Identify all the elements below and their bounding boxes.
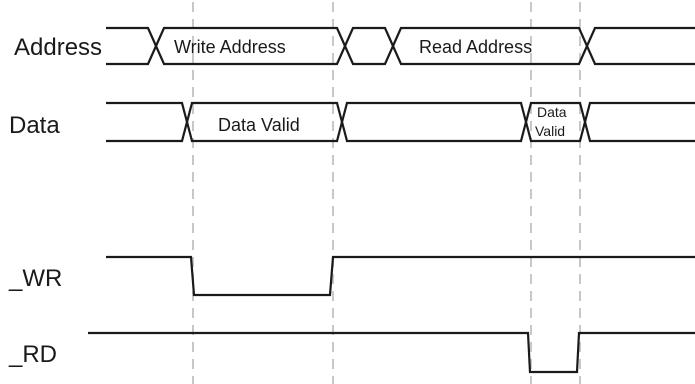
signal-label-rd: _RD [8,341,57,368]
data-bus-bottom [106,117,695,143]
data-waveform [106,101,695,143]
address-waveform [106,26,695,66]
data-value-valid: Data Valid [218,115,300,135]
data-value-valid-short-line1: Data [537,104,567,120]
signal-label-wr: _WR [8,265,62,292]
address-bus-bottom [106,43,695,66]
address-value-read: Read Address [419,37,532,57]
rd-waveform [88,331,695,374]
signal-label-address: Address [14,34,102,61]
address-value-write: Write Address [174,37,286,57]
timing-guides [192,2,581,384]
data-value-valid-short-line2: Valid [535,123,565,139]
address-bus-top [106,26,695,49]
signal-label-data: Data [9,112,60,139]
wr-waveform [106,255,695,297]
data-bus-top [106,101,695,127]
